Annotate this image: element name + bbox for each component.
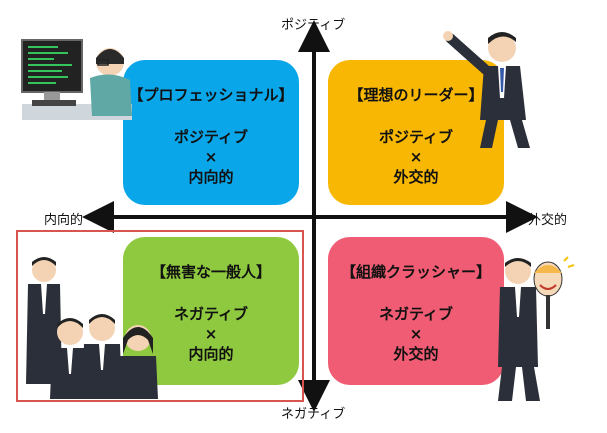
axis-label-top: ポジティブ: [281, 18, 346, 33]
quadrant-title: 【組織クラッシャー】: [340, 263, 491, 281]
quadrant-line-3: 内向的: [188, 345, 234, 363]
quadrant-line-3: 外交的: [393, 168, 439, 186]
pointing-leader-illustration: [443, 31, 530, 148]
group-of-workers-illustration: [26, 257, 158, 399]
quadrant-line-2: ×: [204, 325, 218, 343]
quadrant-ideal-leader: 【理想のリーダー】 ポジティブ × 外交的: [328, 60, 504, 205]
quadrant-line-3: 内向的: [188, 168, 234, 186]
quadrant-line-1: ネガティブ: [173, 305, 249, 323]
quadrant-title: 【理想のリーダー】: [348, 86, 484, 104]
quadrant-line-1: ポジティブ: [378, 128, 454, 146]
quadrant-line-2: ×: [409, 148, 423, 166]
man-with-mask-illustration: [498, 255, 575, 401]
programmer-illustration: [21, 39, 132, 120]
selection-highlight: [16, 230, 304, 402]
quadrant-line-2: ×: [409, 325, 423, 343]
quadrant-line-3: 外交的: [393, 345, 439, 363]
quadrant-line-2: ×: [204, 148, 218, 166]
quadrant-org-crusher: 【組織クラッシャー】 ネガティブ × 外交的: [328, 237, 504, 385]
quadrant-line-1: ネガティブ: [378, 305, 454, 323]
quadrant-professional: 【プロフェッショナル】 ポジティブ × 内向的: [123, 60, 299, 205]
axis-label-bottom: ネガティブ: [281, 407, 346, 422]
axis-label-left: 内向的: [44, 213, 84, 228]
quadrant-title: 【プロフェッショナル】: [128, 86, 294, 104]
quadrant-title: 【無害な一般人】: [150, 263, 271, 281]
quadrant-line-1: ポジティブ: [173, 128, 249, 146]
axis-label-right: 外交的: [528, 213, 568, 228]
